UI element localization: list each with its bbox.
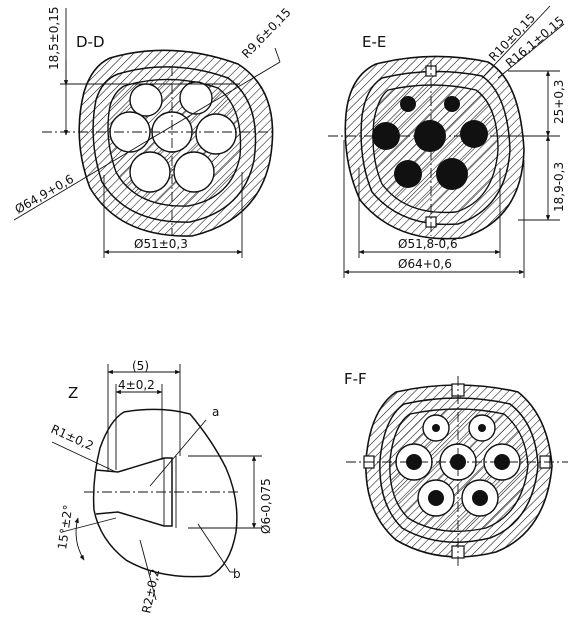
view-z-dim-r1: R1±0,2: [49, 422, 96, 453]
view-ee-dimensions: [328, 5, 565, 278]
view-ee: E-E: [328, 5, 567, 278]
view-z-dim-r2: R2±0,2: [139, 568, 162, 615]
view-ff-title: F-F: [344, 370, 367, 388]
view-dd-pins: [109, 81, 237, 193]
view-z-label-b: b: [233, 567, 241, 581]
view-dd-title: D-D: [76, 33, 105, 51]
view-ee-dim-25: 25+0,3: [552, 80, 566, 124]
view-dd-dimensions: [13, 8, 281, 258]
view-ee-title: E-E: [362, 33, 386, 51]
view-z-dimensions: [51, 364, 262, 601]
view-z: Z (5) 4±0,2 a b: [49, 359, 273, 615]
view-ee-dim-189: 18,9-0,3: [552, 162, 566, 212]
view-ff-pins: [395, 414, 521, 517]
view-z-dim-4: 4±0,2: [118, 378, 155, 392]
view-dd: D-D 18,5±0,15 R9,6±0,1: [13, 5, 294, 258]
view-dd-dim-radius: R9,6±0,15: [239, 5, 294, 61]
view-z-dim-5: (5): [132, 359, 149, 373]
view-z-dim-angle: 15°±2°: [55, 504, 75, 550]
view-ff-centerlines: [346, 376, 568, 568]
view-ff: F-F: [344, 370, 568, 568]
view-ee-dim-518: Ø51,8-0,6: [398, 237, 458, 251]
view-z-body: [92, 408, 238, 578]
view-dd-dim-top: 18,5±0,15: [47, 7, 61, 71]
view-ee-pins: [372, 96, 488, 190]
view-dd-dim-dia-left: Ø64,9+0,6: [13, 172, 77, 217]
view-z-label-a: a: [212, 405, 219, 419]
view-dd-dim-dia-bottom: Ø51±0,3: [134, 237, 188, 251]
view-ee-dim-64: Ø64+0,6: [398, 257, 452, 271]
view-z-title: Z: [68, 384, 78, 402]
view-z-dim-d6: Ø6-0,075: [259, 478, 273, 534]
